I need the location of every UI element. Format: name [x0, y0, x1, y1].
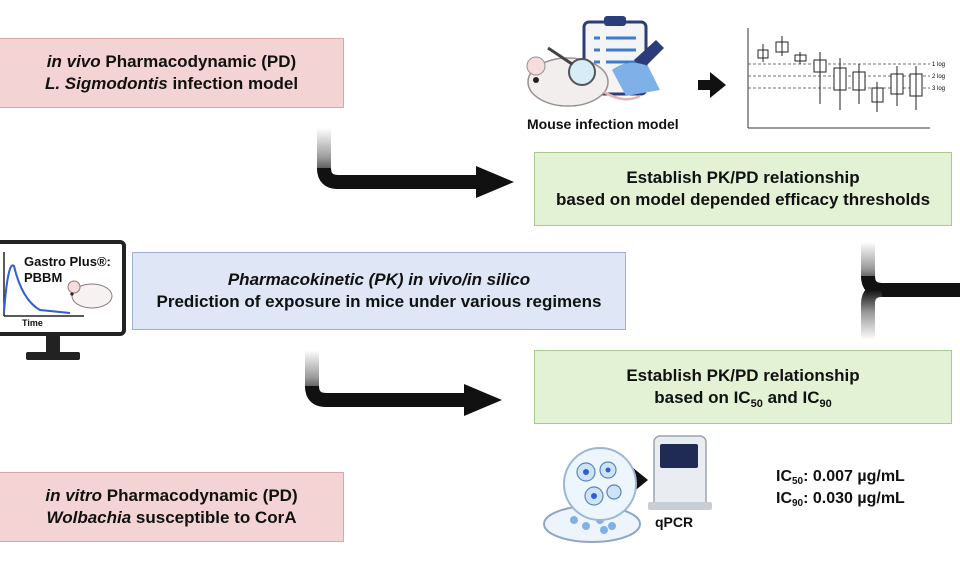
mouse-clipboard-illustration — [526, 16, 664, 107]
gastroplus-monitor — [0, 240, 126, 360]
in-vitro-pd-box: in vitro Pharmacodynamic (PD) Wolbachia … — [0, 472, 344, 542]
qpcr-label: qPCR — [655, 514, 694, 530]
establish-2-line1: Establish PK/PD relationship — [626, 365, 860, 385]
qpcr-machine-illustration — [648, 435, 712, 510]
establish-1-line1: Establish PK/PD relationship — [626, 167, 860, 187]
petri-dish-illustration — [543, 447, 641, 543]
in-vivo-pd-line1: in vivo Pharmacodynamic (PD) — [46, 51, 297, 71]
in-vivo-pd-line2: L. Sigmodontis infection model — [44, 74, 299, 93]
arrow-mouse-to-plot — [698, 72, 726, 98]
gastroplus-title: Gastro Plus®: PBBM — [24, 254, 111, 286]
establish-pkpd-threshold-box: Establish PK/PD relationship based on mo… — [534, 152, 952, 226]
connector-arrow-top — [317, 128, 514, 198]
connector-right — [861, 242, 960, 340]
pk-box: Pharmacokinetic (PK) in vivo/in silico P… — [132, 252, 626, 330]
pk-line2: Prediction of exposure in mice under var… — [156, 292, 602, 311]
in-vivo-pd-box: in vivo Pharmacodynamic (PD) L. Sigmodon… — [0, 38, 344, 108]
establish-2-line2: based on IC50 and IC90 — [654, 388, 832, 410]
ic90-value: IC90: 0.030 µg/mL — [776, 490, 905, 509]
in-vitro-pd-line2: Wolbachia susceptible to CorA — [46, 508, 297, 527]
establish-pkpd-ic-box: Establish PK/PD relationship based on IC… — [534, 350, 952, 424]
pk-line1: Pharmacokinetic (PK) in vivo/in silico — [227, 269, 531, 289]
mouse-infection-model-label: Mouse infection model — [527, 116, 679, 132]
time-axis-label: Time — [22, 318, 43, 328]
establish-1-line2: based on model depended efficacy thresho… — [555, 190, 931, 209]
efficacy-boxplot — [747, 28, 930, 129]
ic50-value: IC50: 0.007 µg/mL — [776, 468, 905, 487]
in-vitro-pd-line1: in vitro Pharmacodynamic (PD) — [45, 485, 298, 505]
connector-arrow-bottom — [305, 350, 502, 416]
